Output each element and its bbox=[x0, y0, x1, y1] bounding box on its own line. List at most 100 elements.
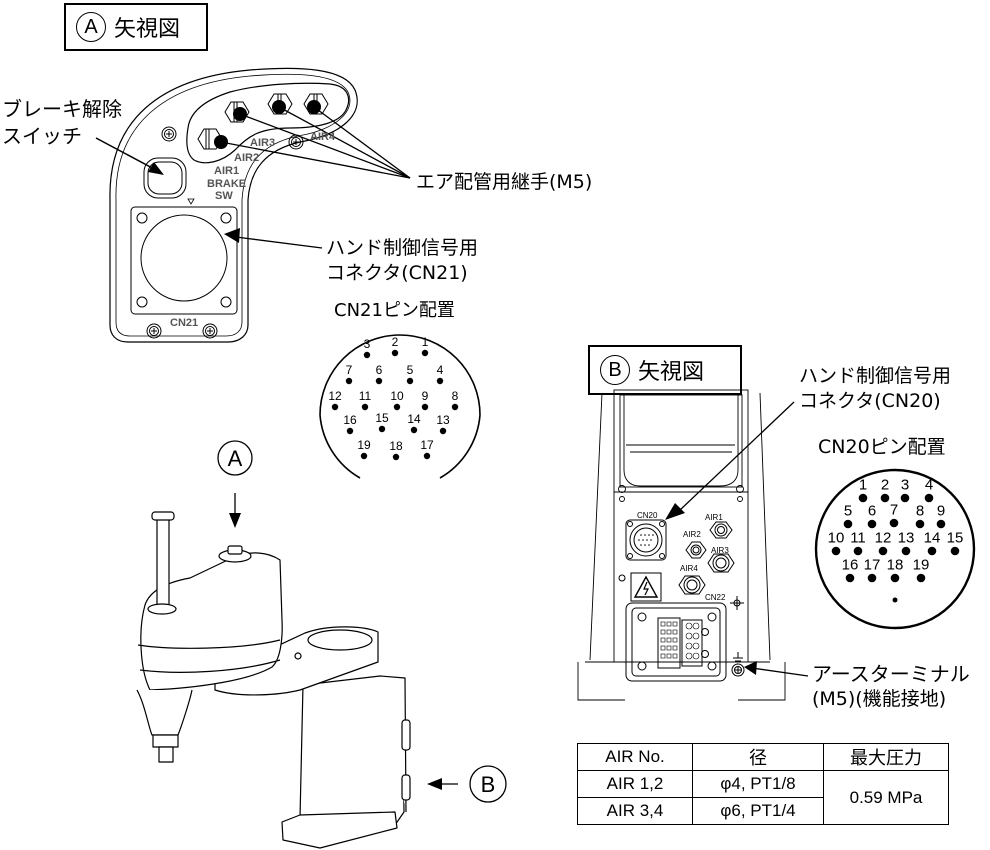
cn20-pin-dot bbox=[900, 493, 910, 503]
view-b-title-box: B 矢視図 bbox=[588, 345, 742, 395]
panel-label-air4: AIR4 bbox=[680, 564, 698, 573]
view-b-title: 矢視図 bbox=[638, 360, 705, 385]
cn21-pin-label: 13 bbox=[436, 413, 450, 427]
robot-marker-a-circle bbox=[217, 440, 253, 476]
view-b-marker: B bbox=[600, 355, 630, 385]
earth-terminal-label-line2: (M5)(機能接地) bbox=[812, 688, 947, 710]
cn20-pin-label: 10 bbox=[828, 530, 845, 547]
cn20-pin-label: 9 bbox=[937, 503, 945, 520]
cn20-pin-label: 12 bbox=[875, 530, 892, 547]
cn20-connector-label-line1: ハンド制御信号用 bbox=[799, 365, 952, 387]
earth-arrowhead bbox=[744, 661, 757, 675]
cn21-pin-label: 16 bbox=[343, 413, 357, 427]
cn20-pin-dot bbox=[867, 519, 877, 529]
cn20-key-dot bbox=[892, 597, 898, 603]
cn20-pin-dot bbox=[831, 546, 841, 556]
cn20-pin-label: 5 bbox=[844, 503, 852, 520]
air-table-cell-air: AIR 3,4 bbox=[577, 797, 693, 825]
cn21-pin-dot bbox=[421, 403, 429, 411]
air-table-header-air-no: AIR No. bbox=[577, 743, 693, 771]
cn21-pin-dot bbox=[378, 425, 386, 433]
cn20-pin-dot bbox=[901, 546, 911, 556]
cn21-pin-label: 4 bbox=[437, 363, 444, 377]
cn21-pin-label: 2 bbox=[392, 335, 399, 349]
cn20-pin-label: 6 bbox=[868, 503, 876, 520]
panel-label-brake: BRAKE bbox=[207, 178, 246, 190]
cn20-pin-dot bbox=[853, 546, 863, 556]
cn20-connector-label: ハンド制御信号用 コネクタ(CN20) bbox=[799, 364, 951, 414]
cn20-pin-label: 7 bbox=[890, 502, 898, 519]
cn21-pin-dot bbox=[406, 377, 414, 385]
cn20-connector-icon bbox=[625, 519, 667, 561]
panel-label-cn20: CN20 bbox=[637, 511, 658, 520]
cn21-pin-dot bbox=[451, 403, 459, 411]
cn21-pin-dot bbox=[421, 349, 429, 357]
air-fitting-label: エア配管用継手(M5) bbox=[416, 171, 593, 193]
cn21-pin-label: 8 bbox=[452, 389, 459, 403]
air-table-cell-diameter: φ6, PT1/4 bbox=[692, 797, 824, 825]
cn20-pinout-title: CN20ピン配置 bbox=[818, 436, 946, 458]
cn20-pin-label: 18 bbox=[887, 557, 904, 574]
cn21-pin-dot bbox=[345, 377, 353, 385]
brake-switch-label-line2: スイッチ bbox=[2, 124, 82, 148]
air-fitting-group-outline bbox=[186, 82, 350, 164]
panel-label-air3: AIR3 bbox=[250, 137, 275, 149]
cn21-pin-dot bbox=[436, 377, 444, 385]
cn20-pin-dot bbox=[890, 573, 900, 583]
cn21-pin-dot bbox=[346, 427, 354, 435]
cn21-connector-label: ハンド制御信号用 コネクタ(CN21) bbox=[326, 236, 478, 286]
cn21-pin-dot bbox=[391, 349, 399, 357]
cn20-pin-label: 14 bbox=[924, 530, 941, 547]
cn21-pin-dot bbox=[423, 452, 431, 460]
cn21-pin-dot bbox=[392, 453, 400, 461]
panel-label-air3: AIR3 bbox=[711, 546, 729, 555]
cn20-pin-dot bbox=[843, 519, 853, 529]
cn21-pin-label: 12 bbox=[328, 389, 342, 403]
cn21-pin-label: 11 bbox=[359, 389, 372, 403]
cn20-pin-dot bbox=[880, 493, 890, 503]
high-voltage-warning-icon bbox=[630, 572, 662, 602]
air-table-header-diameter: 径 bbox=[692, 743, 824, 771]
cn20-pin-label: 4 bbox=[925, 477, 933, 494]
arrow-a-icon bbox=[229, 513, 241, 528]
cn20-pin-dot bbox=[924, 493, 934, 503]
air-fitting-leaders bbox=[220, 106, 411, 179]
cn21-pin-label: 3 bbox=[364, 337, 371, 351]
robot-marker-b-circle bbox=[469, 765, 507, 803]
cn21-arrowhead bbox=[224, 228, 240, 243]
cn21-pin-label: 1 bbox=[422, 335, 429, 349]
air-spec-table: AIR No. 径 最大圧力 AIR 1,2 φ4, PT1/8 0.59 MP… bbox=[577, 743, 949, 825]
cn21-pinout-title: CN21ピン配置 bbox=[334, 300, 455, 321]
cn20-pin-dot bbox=[927, 546, 937, 556]
cn20-pin-dot bbox=[950, 546, 960, 556]
cn21-pin-dot bbox=[331, 403, 339, 411]
brake-switch-label: ブレーキ解除 スイッチ bbox=[2, 96, 122, 150]
cn21-pin-dot bbox=[360, 452, 368, 460]
air-table-row: AIR 1,2 φ4, PT1/8 0.59 MPa bbox=[577, 770, 949, 825]
air-port-icon bbox=[678, 521, 735, 595]
cn21-pin-dot bbox=[410, 426, 418, 434]
panel-label-air2: AIR2 bbox=[234, 152, 259, 164]
view-a-marker: A bbox=[76, 12, 106, 42]
cn21-pin-dot bbox=[363, 351, 371, 359]
cn21-pin-label: 9 bbox=[422, 389, 429, 403]
panel-label-air1: AIR1 bbox=[214, 165, 239, 177]
air-table-cell-max-pressure: 0.59 MPa bbox=[823, 770, 949, 825]
air-table-header-max-pressure: 最大圧力 bbox=[823, 743, 949, 771]
cn21-pin-label: 6 bbox=[376, 363, 383, 377]
cn20-pin-dot bbox=[878, 546, 888, 556]
cn20-pin-dot bbox=[915, 519, 925, 529]
cn20-pin-label: 1 bbox=[859, 477, 867, 494]
air-table-cell-air: AIR 1,2 bbox=[577, 770, 693, 798]
view-a-title-box: A 矢視図 bbox=[64, 3, 208, 51]
cn21-pin-label: 18 bbox=[389, 439, 403, 453]
cn21-pin-dot bbox=[393, 403, 401, 411]
cn20-pin-label: 8 bbox=[916, 503, 924, 520]
cn20-pin-label: 17 bbox=[864, 557, 881, 574]
cn20-arrowhead bbox=[665, 503, 685, 520]
cn22-connector-icon bbox=[625, 602, 727, 682]
panel-label-cn22: CN22 bbox=[705, 593, 726, 602]
cn20-pin-dot bbox=[845, 573, 855, 583]
